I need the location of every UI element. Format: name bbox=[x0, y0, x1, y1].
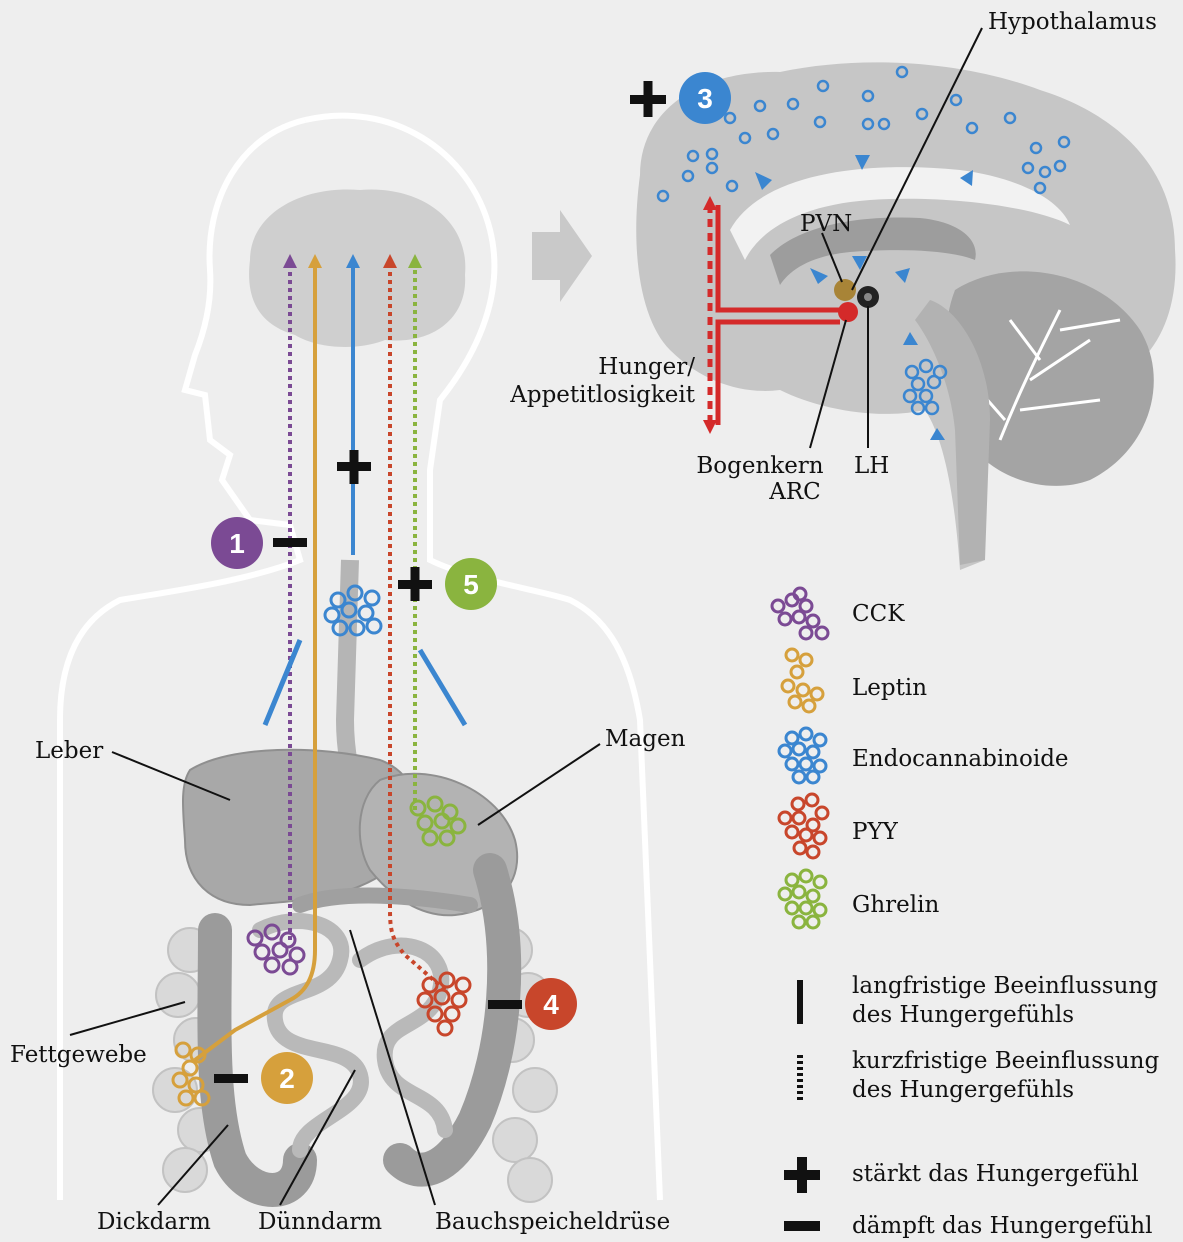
label-leber: Leber bbox=[35, 737, 103, 765]
legend-minus bbox=[784, 1221, 820, 1231]
endocannabinoid-branch-left bbox=[265, 640, 300, 725]
arc-nucleus bbox=[838, 302, 858, 322]
leader-magen bbox=[478, 744, 600, 825]
label-fettgewebe: Fettgewebe bbox=[10, 1041, 147, 1069]
minus-sign-2 bbox=[214, 1074, 248, 1083]
legend-swatches bbox=[772, 588, 828, 928]
marker-5-label: 5 bbox=[463, 569, 479, 600]
small-intestine bbox=[260, 921, 445, 1150]
marker-4-label: 4 bbox=[543, 989, 559, 1020]
legend-short-line2: des Hungergefühls bbox=[852, 1076, 1074, 1104]
legend-swatch-cck bbox=[772, 588, 828, 639]
plus-sign-3 bbox=[630, 81, 666, 117]
label-duenndarm: Dünndarm bbox=[258, 1208, 382, 1236]
body-brain bbox=[249, 189, 465, 347]
legend-swatch-endocannabinoide bbox=[779, 728, 826, 783]
label-lh: LH bbox=[854, 452, 889, 480]
label-dickdarm: Dickdarm bbox=[97, 1208, 211, 1236]
legend-ghrelin: Ghrelin bbox=[852, 891, 939, 919]
legend-endocannabinoide: Endocannabinoide bbox=[852, 745, 1069, 773]
label-hunger-2: Appetitlosigkeit bbox=[505, 381, 695, 409]
label-hunger-1: Hunger/ bbox=[505, 353, 695, 381]
minus-sign-4 bbox=[488, 1000, 522, 1009]
cck-cluster bbox=[248, 925, 304, 974]
label-hypothalamus: Hypothalamus bbox=[988, 8, 1157, 36]
endocannabinoid-branch-right bbox=[420, 650, 465, 725]
legend-solid-line bbox=[797, 980, 803, 1024]
transition-arrow bbox=[532, 210, 592, 302]
legend-plus-v bbox=[797, 1157, 807, 1193]
legend-cck: CCK bbox=[852, 600, 904, 628]
legend-symbols bbox=[784, 980, 820, 1231]
label-arc: ARC bbox=[740, 478, 850, 506]
hunger-arrow-down bbox=[703, 420, 717, 434]
legend-long-line2: des Hungergefühls bbox=[852, 1001, 1074, 1029]
label-bogenkern: Bogenkern bbox=[690, 452, 830, 480]
legend-swatch-ghrelin bbox=[779, 870, 826, 928]
legend-swatch-pyy bbox=[779, 794, 828, 858]
plus-sign-5-v bbox=[411, 567, 420, 601]
legend-leptin: Leptin bbox=[852, 674, 927, 702]
lh-nucleus-center bbox=[864, 293, 872, 301]
pancreas bbox=[300, 896, 470, 905]
legend-swatch-leptin bbox=[782, 649, 823, 712]
plus-sign-v bbox=[350, 450, 359, 484]
legend-long-line1: langfristige Beeinflussung bbox=[852, 972, 1158, 1000]
marker-3-label: 3 bbox=[697, 83, 713, 114]
label-pvn: PVN bbox=[800, 210, 852, 238]
legend-plus: stärkt das Hungergefühl bbox=[852, 1160, 1139, 1188]
label-bauchspeicheldruese: Bauchspeicheldrüse bbox=[435, 1208, 670, 1236]
label-magen: Magen bbox=[605, 725, 685, 753]
marker-1-label: 1 bbox=[229, 528, 245, 559]
legend-minus: dämpft das Hungergefühl bbox=[852, 1212, 1152, 1240]
marker-2-label: 2 bbox=[279, 1063, 295, 1094]
legend-pyy: PYY bbox=[852, 818, 898, 846]
legend-short-line1: kurzfristige Beeinflussung bbox=[852, 1047, 1159, 1075]
leader-fettgewebe bbox=[70, 1002, 185, 1035]
minus-sign-1 bbox=[273, 538, 307, 547]
